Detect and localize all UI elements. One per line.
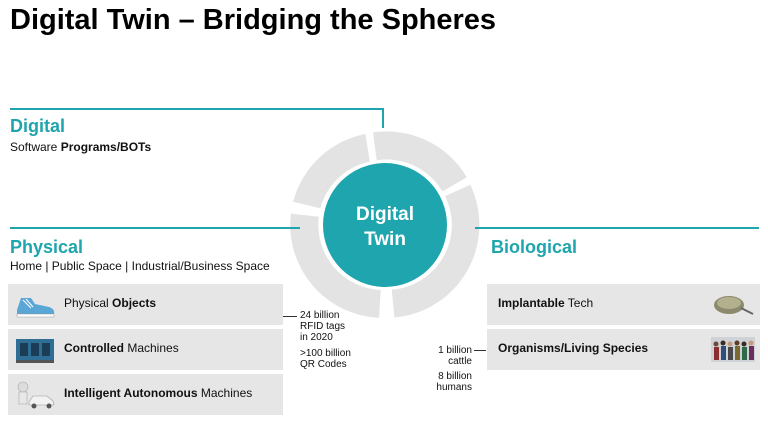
controlled-machines-bold: Controlled	[64, 341, 124, 355]
digital-subtitle-plain: Software	[10, 140, 61, 154]
digital-twin-core	[323, 163, 447, 287]
rfid-stat-line2: RFID tags	[300, 321, 346, 332]
physical-subtitle: Home | Public Space | Industrial/Busines…	[10, 259, 270, 273]
digital-twin-diagram: Digital Twin	[290, 131, 480, 318]
digital-bracket-horizontal	[10, 108, 384, 110]
cattle-connector	[474, 350, 486, 351]
digital-subtitle-bold: Programs/BOTs	[60, 140, 152, 154]
humans-stat-line2: humans	[436, 382, 472, 393]
rfid-stat: 24 billion RFID tags in 2020	[300, 310, 345, 343]
physical-objects-plain: Physical	[64, 296, 113, 310]
implantable-tech-bold: Implantable	[498, 296, 565, 310]
rfid-connector	[283, 316, 297, 317]
physical-objects-bold: Objects	[112, 296, 157, 310]
implantable-tech-label: Implantable Tech	[498, 296, 593, 310]
physical-heading: Physical	[10, 237, 84, 257]
implant-chip-icon	[711, 288, 755, 321]
qr-stat-line1: >100 billion	[300, 348, 351, 359]
humans-stat: 8 billion humans	[430, 371, 472, 393]
physical-bracket-horizontal	[10, 227, 300, 229]
digital-twin-label-line2: Twin	[364, 229, 406, 250]
organisms-label: Organisms/Living Species	[498, 341, 648, 355]
biological-bracket-horizontal	[475, 227, 759, 229]
cattle-stat: 1 billion cattle	[430, 345, 472, 367]
rfid-stat-line3: in 2020	[300, 332, 333, 343]
outer-ring	[290, 131, 480, 318]
autonomous-machines-plain: Machines	[197, 386, 253, 400]
rfid-stat-line1: 24 billion	[300, 310, 340, 321]
digital-twin-label-line1: Digital	[356, 204, 414, 225]
autonomous-machines-bold: Intelligent Autonomous	[64, 386, 198, 400]
robot-car-icon	[13, 378, 57, 411]
biological-heading: Biological	[491, 237, 578, 257]
qr-stat: >100 billion QR Codes	[300, 348, 351, 370]
organisms-bold: Organisms/Living Species	[498, 341, 649, 355]
implantable-tech-row: Implantable Tech	[487, 284, 760, 325]
sneaker-icon	[13, 288, 57, 321]
controlled-machines-plain: Machines	[124, 341, 179, 355]
industrial-machine-icon	[13, 333, 57, 366]
cattle-stat-line1: 1 billion	[438, 345, 472, 356]
controlled-machines-label: Controlled Machines	[64, 341, 179, 355]
organisms-row: Organisms/Living Species	[487, 329, 760, 370]
cattle-stat-line2: cattle	[448, 356, 472, 367]
digital-bracket-vertical	[382, 108, 384, 128]
digital-heading: Digital	[10, 116, 66, 136]
controlled-machines-row: Controlled Machines	[8, 329, 283, 370]
autonomous-machines-row: Intelligent Autonomous Machines	[8, 374, 283, 415]
autonomous-machines-label: Intelligent Autonomous Machines	[64, 386, 252, 400]
digital-subtitle: Software Programs/BOTs	[10, 140, 151, 154]
qr-stat-line2: QR Codes	[300, 359, 347, 370]
page-title: Digital Twin – Bridging the Spheres	[10, 4, 497, 36]
humans-stat-line1: 8 billion	[438, 371, 472, 382]
physical-objects-label: Physical Objects	[64, 296, 156, 310]
people-crowd-icon	[711, 333, 755, 366]
physical-objects-row: Physical Objects	[8, 284, 283, 325]
implantable-tech-plain: Tech	[564, 296, 594, 310]
